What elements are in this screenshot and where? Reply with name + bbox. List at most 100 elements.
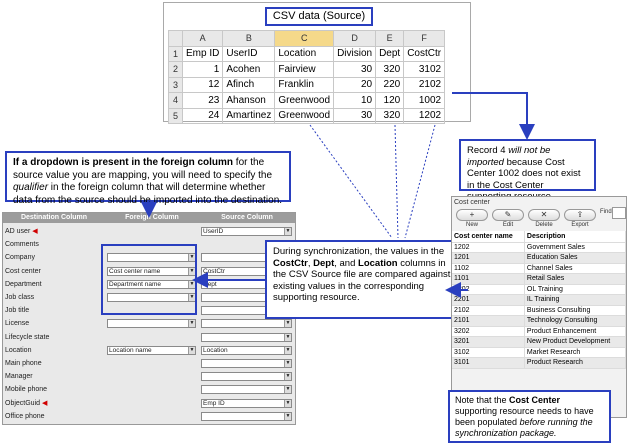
new-label: New xyxy=(465,222,478,228)
record-4-arrow xyxy=(452,92,535,140)
mapping-row: Office phone ▼ xyxy=(3,411,295,422)
destination-column-name: Lifecycle state xyxy=(5,333,50,341)
destination-column-name: Comments xyxy=(5,241,39,249)
delete-icon: ✕ xyxy=(540,210,548,219)
destination-column-name: Job class xyxy=(5,294,35,301)
foreign-column-dropdown[interactable]: ▼ xyxy=(107,319,196,329)
sheet-cell[interactable]: 1202 xyxy=(403,107,446,124)
destination-column-name: Mobile phone xyxy=(5,386,48,394)
mapping-row: Job class▼▼ xyxy=(3,292,295,303)
cost-center-description-cell: Market Research xyxy=(524,347,627,358)
note-callout: Note that the Cost Center supporting res… xyxy=(448,390,611,443)
chevron-down-icon: ▼ xyxy=(284,346,291,354)
cost-center-column-header[interactable]: Description xyxy=(524,231,627,243)
row-number[interactable]: 4 xyxy=(168,92,183,109)
column-letter-e[interactable]: E xyxy=(375,30,405,47)
source-column-dropdown[interactable]: ▼ xyxy=(201,319,292,329)
dropdown-callout: If a dropdown is present in the foreign … xyxy=(5,151,291,206)
foreign-column-value: Cost center name xyxy=(109,267,161,275)
source-column-dropdown[interactable]: Emp ID▼ xyxy=(201,398,292,408)
note-italic: before running the synchronization packa… xyxy=(455,417,593,438)
chevron-down-icon: ▼ xyxy=(188,294,195,301)
new-button[interactable]: + xyxy=(456,209,488,221)
plus-icon: + xyxy=(469,210,475,219)
export-label: Export xyxy=(571,222,589,228)
foreign-column-value: Location name xyxy=(109,346,152,354)
row-number[interactable]: 2 xyxy=(168,61,183,78)
cost-center-description-cell: OL Training xyxy=(524,284,627,295)
chevron-down-icon: ▼ xyxy=(284,412,291,420)
source-column-dropdown[interactable]: ▼ xyxy=(201,385,292,395)
sync-text-2: , xyxy=(307,257,314,269)
cost-center-description-cell: Technology Consulting xyxy=(524,315,627,327)
edit-icon: ✎ xyxy=(504,210,512,219)
mapping-row: Comments xyxy=(3,239,295,250)
cost-center-title: Cost center xyxy=(454,199,490,206)
note-text-1: Note that the xyxy=(455,395,510,405)
column-letter-d[interactable]: D xyxy=(333,30,377,47)
export-button[interactable]: ⇪ xyxy=(564,209,596,221)
cost-center-name-cell: 1201 xyxy=(452,252,525,264)
record-text-1: Record 4 xyxy=(467,145,509,156)
chevron-down-icon: ▼ xyxy=(284,320,291,328)
source-column-dropdown[interactable]: ▼ xyxy=(201,411,292,421)
cost-center-description-cell: Product Research xyxy=(524,357,627,369)
foreign-column-value: Department name xyxy=(109,280,162,288)
cost-center-column-header[interactable]: Cost center name xyxy=(452,231,525,243)
source-column-dropdown[interactable]: Location▼ xyxy=(201,345,292,355)
destination-column-name: Office phone xyxy=(5,412,45,420)
chevron-down-icon: ▼ xyxy=(188,280,195,288)
foreign-column-dropdown[interactable]: Location name▼ xyxy=(107,345,196,355)
dropdown-callout-text-1: for the source value you are mapping, yo… xyxy=(13,157,273,181)
cost-center-description-cell: Government Sales xyxy=(524,242,627,253)
sheet-cell[interactable]: 320 xyxy=(375,61,405,78)
source-column-dropdown[interactable]: ▼ xyxy=(201,372,292,382)
cost-center-name-cell: 3202 xyxy=(452,326,525,337)
csv-title: CSV data (Source) xyxy=(265,7,373,26)
sheet-cell[interactable]: 320 xyxy=(375,107,405,124)
mapping-row: Mobile phone ▼ xyxy=(3,384,295,395)
cost-center-description-cell: Education Sales xyxy=(524,252,627,264)
mapping-row: ObjectGuid ◀Emp ID▼ xyxy=(3,398,295,409)
column-mapping-grid: Destination Column Foreign Column Source… xyxy=(2,212,296,425)
sync-bold-location: Location xyxy=(358,257,398,269)
chevron-down-icon: ▼ xyxy=(284,228,291,235)
find-label: Find xyxy=(600,209,612,215)
source-column-dropdown[interactable]: ▼ xyxy=(201,359,292,368)
sheet-cell[interactable]: 30 xyxy=(333,107,377,124)
note-bold: Cost Center xyxy=(509,395,561,405)
source-column-dropdown[interactable]: ▼ xyxy=(201,332,292,342)
source-column-dropdown[interactable]: UserID▼ xyxy=(201,227,292,236)
chevron-down-icon: ▼ xyxy=(284,399,291,407)
delete-button[interactable]: ✕ xyxy=(528,209,560,221)
chevron-down-icon: ▼ xyxy=(284,360,291,367)
required-marker-icon: ◀ xyxy=(30,228,38,235)
edit-button[interactable]: ✎ xyxy=(492,209,524,221)
destination-column-name: Job title xyxy=(5,307,30,315)
sync-bold-dept: Dept xyxy=(313,257,335,269)
source-column-value: CostCtr xyxy=(203,267,226,275)
sheet-cell[interactable]: 24 xyxy=(181,107,224,124)
cost-center-name-cell: 1102 xyxy=(452,263,525,274)
cost-center-name-cell: 2201 xyxy=(452,294,525,306)
chevron-down-icon: ▼ xyxy=(188,267,195,275)
find-input[interactable] xyxy=(612,207,626,219)
sheet-cell[interactable]: Amartinez xyxy=(222,107,276,124)
cost-center-description-cell: Channel Sales xyxy=(524,263,627,274)
